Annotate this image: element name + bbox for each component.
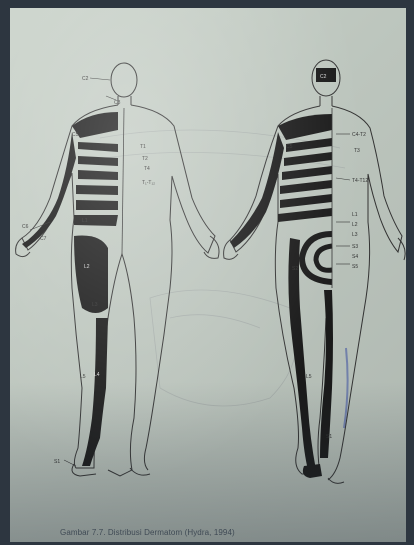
back-body-outline-right xyxy=(328,106,402,480)
front-label-c2: C2 xyxy=(82,76,89,82)
front-label-c5: C5 xyxy=(72,132,79,138)
front-label-l1: L1 xyxy=(82,218,88,224)
book-page: C2 C3 T1 T2 T4 T₁-T₁₂ C5 C6 C7 L1 L2 L3 … xyxy=(10,8,406,542)
front-label-c3: C3 xyxy=(114,100,121,106)
dermatome-figure: C2 C3 T1 T2 T4 T₁-T₁₂ C5 C6 C7 L1 L2 L3 … xyxy=(10,8,406,542)
back-label-s3: S3 xyxy=(352,244,358,250)
front-label-l4: L4 xyxy=(94,372,100,378)
front-label-t1-t12: T₁-T₁₂ xyxy=(142,180,155,186)
front-label-t2: T2 xyxy=(142,156,148,162)
back-shoulder-band xyxy=(278,114,332,140)
back-label-c5: C5 xyxy=(286,144,293,150)
front-label-t4: T4 xyxy=(144,166,150,172)
front-head xyxy=(111,63,137,97)
front-chest-stripes xyxy=(74,142,118,226)
front-midline xyxy=(122,108,124,254)
back-label-l2: L2 xyxy=(352,222,358,228)
front-body-figure: C2 C3 T1 T2 T4 T₁-T₁₂ C5 C6 C7 L1 L2 L3 … xyxy=(16,63,219,476)
front-right-hand xyxy=(204,236,219,258)
front-thigh-patch xyxy=(74,236,108,314)
figure-caption: Gambar 7.7. Distribusi Dermatom (Hydra, … xyxy=(60,528,360,537)
back-label-s2: S2 xyxy=(292,266,298,272)
front-leg-stripe xyxy=(82,318,108,466)
back-label-l3: L3 xyxy=(352,232,358,238)
front-label-l3: L3 xyxy=(92,302,98,308)
back-label-t4-t12: T4-T12 xyxy=(352,178,368,184)
back-foot-patch xyxy=(303,464,322,478)
front-shoulder-band xyxy=(72,112,118,138)
back-label-t3: T3 xyxy=(354,148,360,154)
front-label-c7: C7 xyxy=(40,236,47,242)
back-label-l5: L5 xyxy=(306,374,312,380)
back-leg-right-stripe xyxy=(320,290,333,458)
back-label-c2: C2 xyxy=(320,74,327,80)
back-label-l1: L1 xyxy=(352,212,358,218)
back-pointer-lines xyxy=(336,134,350,264)
back-label-s4: S4 xyxy=(352,254,358,260)
front-arm-band xyxy=(22,132,76,248)
back-neck xyxy=(320,96,332,106)
front-label-s1: S1 xyxy=(54,459,60,465)
front-label-t1: T1 xyxy=(140,144,146,150)
front-label-l5: L5 xyxy=(80,374,86,380)
front-label-l2: L2 xyxy=(84,264,90,270)
back-sacral-rings xyxy=(302,234,332,282)
back-right-foot xyxy=(328,478,344,483)
back-label-c4-t2: C4-T2 xyxy=(352,132,366,138)
back-label-s1: S1 xyxy=(326,434,332,440)
back-body-figure: C2 C4-T2 T3 T4-T12 C5 L1 L2 L3 S3 S4 S5 … xyxy=(224,60,406,483)
back-label-s5: S5 xyxy=(352,264,358,270)
front-label-c6: C6 xyxy=(22,224,29,230)
front-face-patch xyxy=(114,74,136,82)
back-stripes xyxy=(278,138,332,222)
back-leg-left-stripe xyxy=(288,238,316,470)
